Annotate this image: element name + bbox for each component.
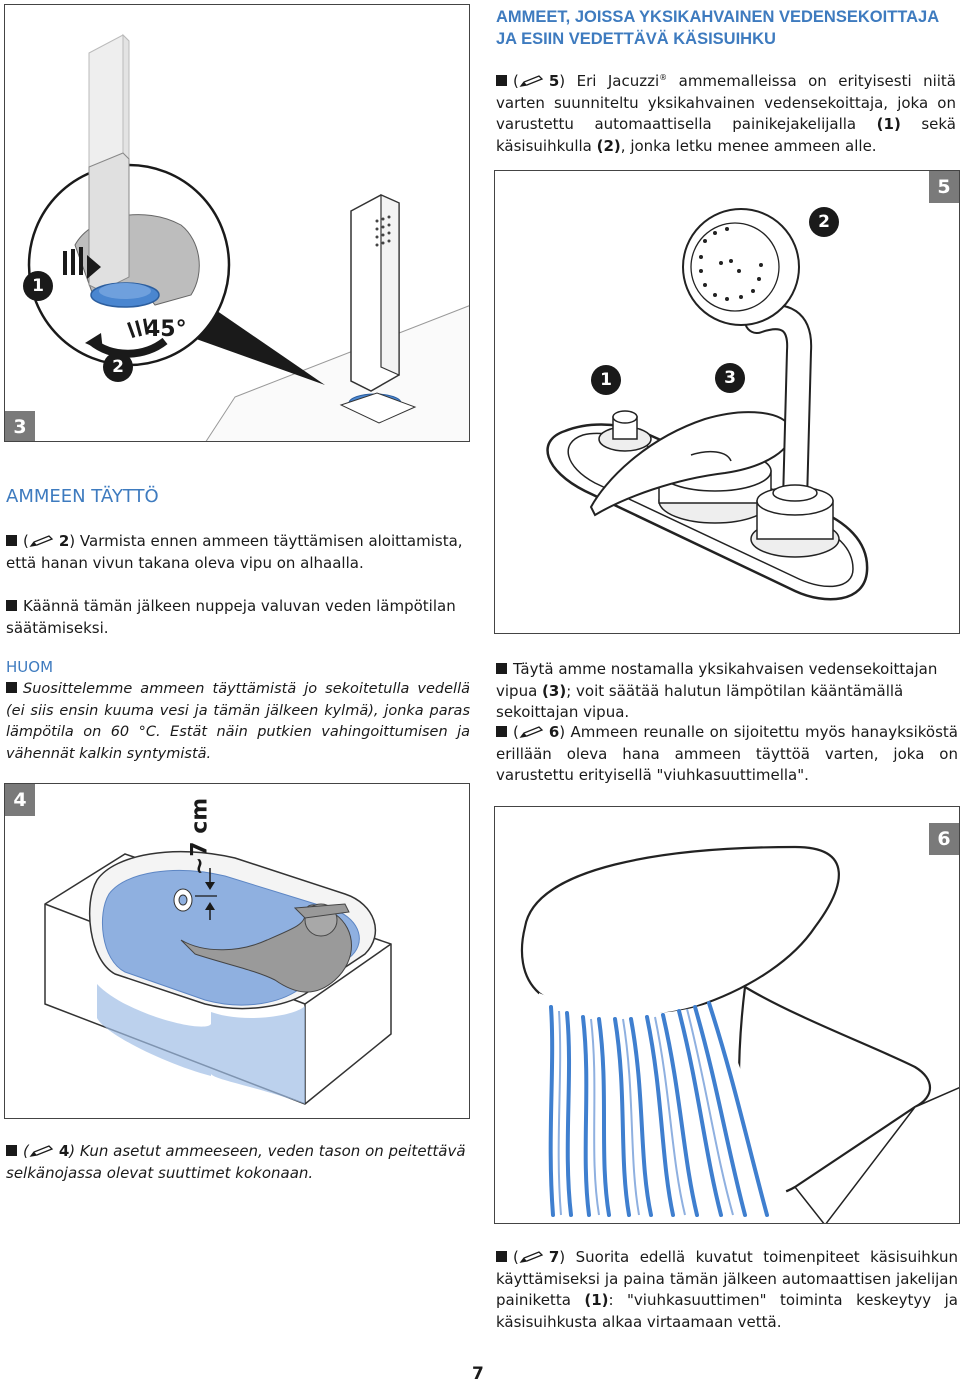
figure-3: 1 2 45° 3 bbox=[4, 4, 470, 442]
pencil-icon bbox=[519, 726, 544, 738]
note-heading: HUOM bbox=[6, 658, 54, 676]
figure-5-number: 5 bbox=[929, 171, 959, 203]
bullet-icon bbox=[496, 75, 507, 86]
note-paragraph: Suosittelemme ammeen täyttämistä jo seko… bbox=[6, 681, 470, 762]
bullet-icon bbox=[6, 1145, 17, 1156]
figure-4-illustration bbox=[44, 850, 392, 1105]
pencil-icon bbox=[519, 1251, 544, 1263]
figure-6: 6 bbox=[494, 806, 960, 1224]
intro-paragraph: (5) Eri Jacuzzi® ammemalleissa on erityi… bbox=[496, 72, 957, 155]
section-title-line1: AMMEET, JOISSA YKSIKAHVAINEN VEDENSEKOIT… bbox=[496, 8, 940, 26]
figure-3-illustration bbox=[27, 33, 469, 441]
figure-6-illustration bbox=[520, 845, 959, 1223]
figure-3-angle-label: 45° bbox=[145, 317, 187, 342]
figure-4: ~7 cm 4 bbox=[4, 783, 470, 1119]
bullet-icon bbox=[496, 1251, 507, 1262]
pencil-icon bbox=[29, 535, 54, 547]
figure-4-caption: (4) Kun asetut ammeeseen, veden tason on… bbox=[6, 1142, 466, 1182]
figure-3-callout-2: 2 bbox=[103, 352, 133, 382]
figure-4-number: 4 bbox=[5, 784, 35, 816]
right-paragraph-1: Täytä amme nostamalla yksikahvaisen vede… bbox=[496, 660, 938, 721]
section-title-line2: JA ESIIN VEDETTÄVÄ KÄSISUIHKU bbox=[496, 30, 776, 48]
right-paragraph-2: (6) Ammeen reunalle on sijoitettu myös h… bbox=[496, 723, 958, 784]
pencil-icon bbox=[519, 75, 544, 87]
right-paragraph-3: (7) Suorita edellä kuvatut toimenpiteet … bbox=[496, 1248, 958, 1331]
figure-5-callout-1: 1 bbox=[591, 365, 621, 395]
fill-paragraph-1: (2) Varmista ennen ammeen täyttämisen al… bbox=[6, 532, 463, 572]
page-number: 7 bbox=[472, 1364, 484, 1384]
figure-5-callout-3: 3 bbox=[715, 363, 745, 393]
figure-6-number: 6 bbox=[929, 823, 959, 855]
bullet-icon bbox=[496, 663, 507, 674]
bullet-icon bbox=[496, 726, 507, 737]
pencil-icon bbox=[29, 1145, 54, 1157]
figure-5-illustration bbox=[546, 208, 869, 601]
bullet-icon bbox=[6, 600, 17, 611]
figure-3-number: 3 bbox=[5, 411, 35, 441]
figure-5: 2 1 3 5 bbox=[494, 170, 960, 634]
bullet-icon bbox=[6, 535, 17, 546]
figure-3-callout-1: 1 bbox=[23, 271, 53, 301]
figure-5-callout-2: 2 bbox=[809, 207, 839, 237]
fill-heading: AMMEEN TÄYTTÖ bbox=[6, 486, 159, 507]
figure-4-depth-label: ~7 cm bbox=[187, 797, 213, 876]
section-title: AMMEET, JOISSA YKSIKAHVAINEN VEDENSEKOIT… bbox=[496, 6, 956, 50]
fill-paragraph-2: Käännä tämän jälkeen nuppeja valuvan ved… bbox=[6, 597, 456, 637]
bullet-icon bbox=[6, 682, 17, 693]
